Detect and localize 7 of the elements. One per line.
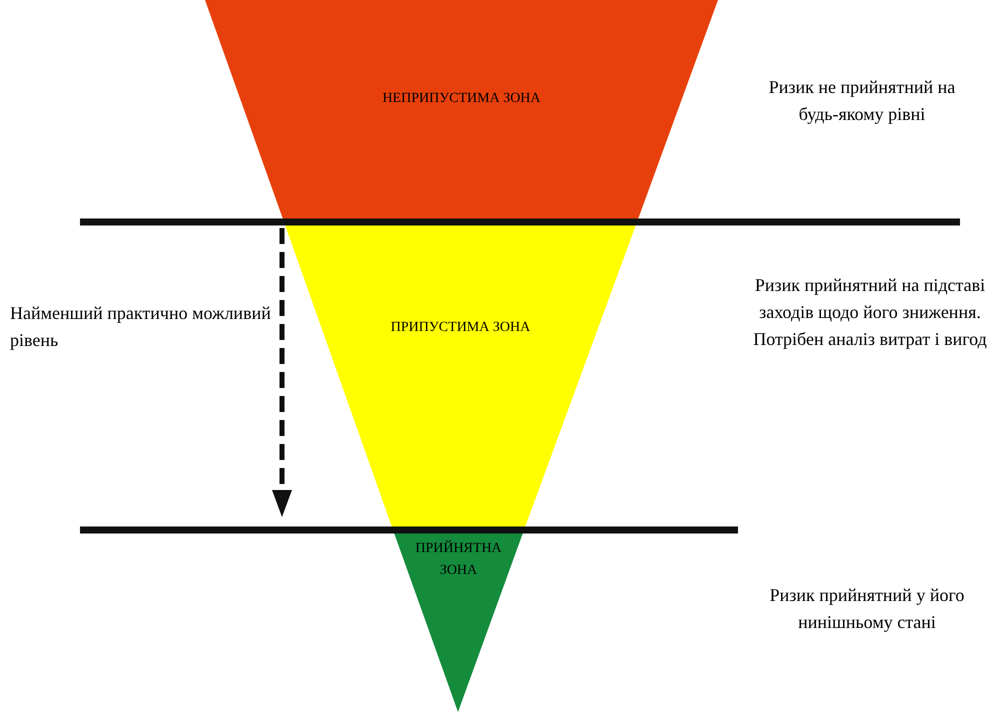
- risk-description: Ризик не прийнятний на будь-якому рівні: [768, 76, 956, 126]
- risk-description: Ризик прийнятний у його нинішньому стані: [768, 584, 966, 634]
- risk-description: Ризик прийнятний на підставі заходів щодо його зниження. Потрібен аналіз витрат і вигод: [752, 274, 988, 351]
- zone-label: ПРИЙНЯТНА ЗОНА: [414, 539, 503, 580]
- zone-label: НЕПРИПУСТИМА ЗОНА: [381, 90, 542, 108]
- zone-label: ПРИПУСТИМА ЗОНА: [390, 319, 532, 337]
- level-label: Найменший практично можливий рівень: [10, 302, 272, 352]
